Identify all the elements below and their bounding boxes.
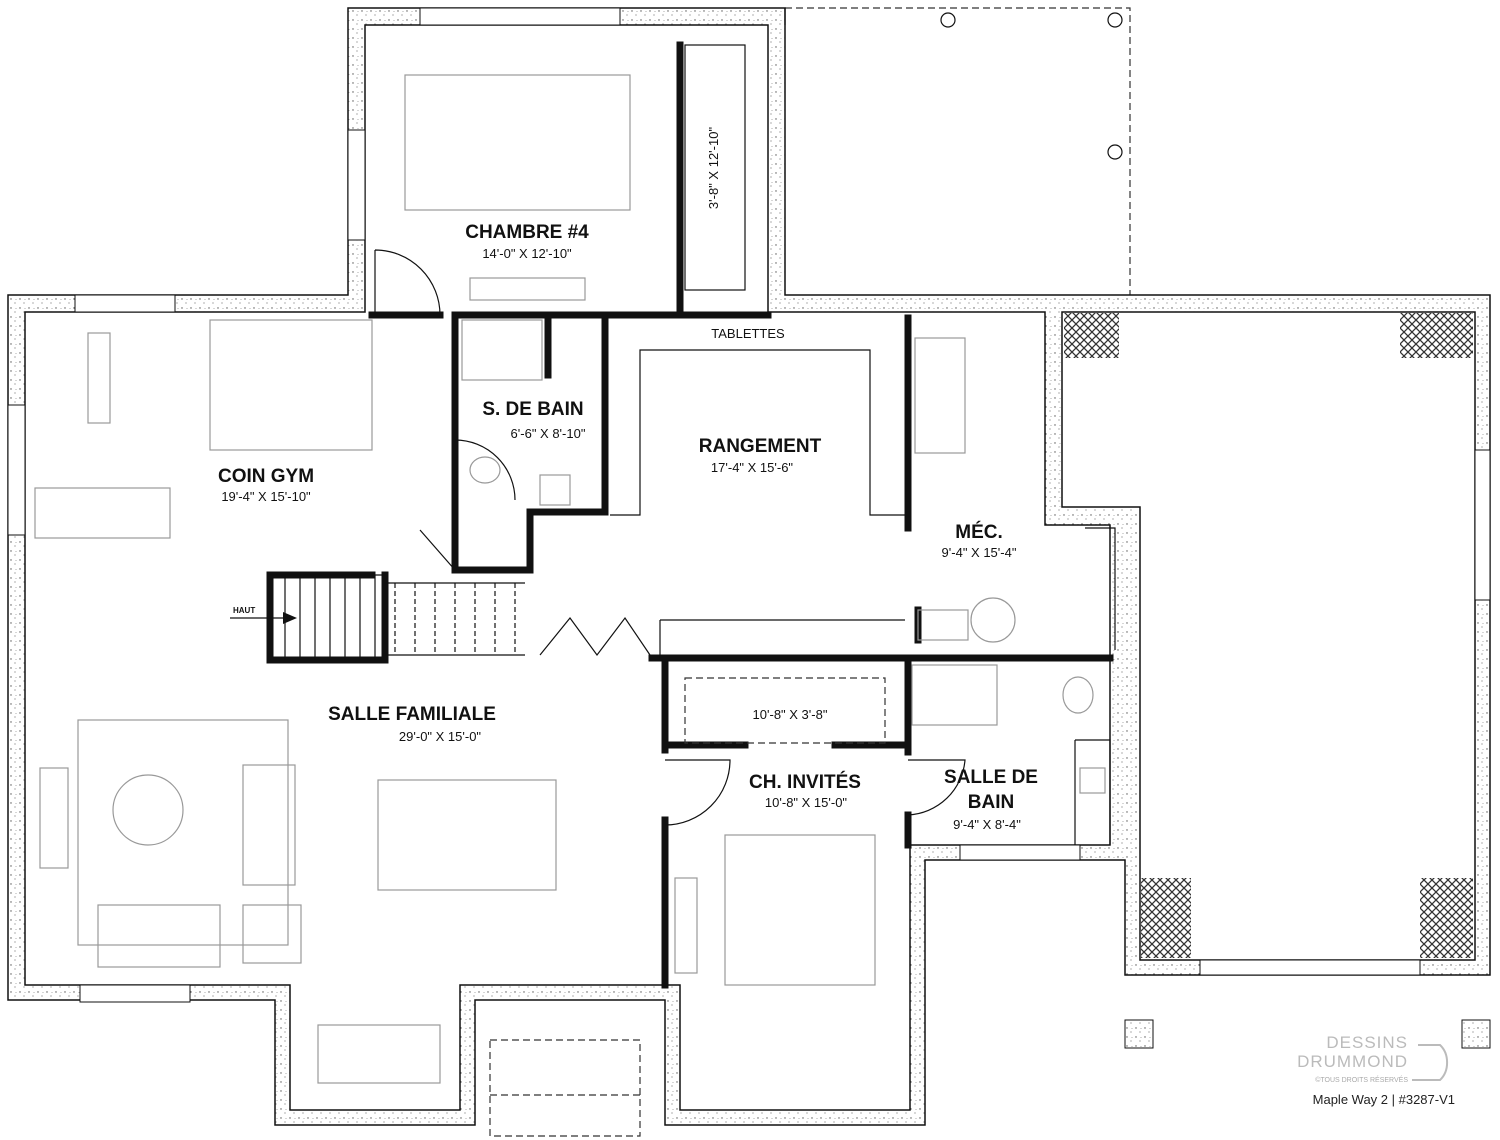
svg-text:©TOUS DROITS RÉSERVÉS: ©TOUS DROITS RÉSERVÉS (1315, 1075, 1408, 1084)
closet-chambre4 (684, 44, 746, 291)
room-name: MÉC. (955, 521, 1003, 543)
staircase[interactable]: HAUT (230, 574, 525, 660)
closet-chambre4-dims: 3'-8" X 12'-10" (706, 127, 721, 210)
room-dims: 29'-0" X 15'-0" (399, 729, 482, 744)
room-dims: 19'-4" X 15'-10" (221, 489, 311, 504)
covered-porch (785, 7, 1131, 295)
room-chambre4: CHAMBRE #4 14'-0" X 12'-10" (465, 222, 589, 261)
water-heater (970, 597, 1016, 643)
logo-mark-icon (1412, 1044, 1449, 1081)
closet-invites (684, 677, 886, 744)
side-table (242, 904, 302, 964)
room-coin-gym: COIN GYM 19'-4" X 15'-10" (218, 466, 314, 504)
room-name: COIN GYM (218, 466, 314, 487)
exterior-steps (489, 1039, 641, 1137)
dresser (674, 877, 698, 974)
toilet (1062, 676, 1094, 714)
loveseat (242, 764, 296, 886)
garage-interior (1061, 311, 1476, 961)
svg-text:DESSINS: DESSINS (1326, 1033, 1408, 1052)
plan-caption: Maple Way 2 | #3287-V1 (1313, 1092, 1455, 1107)
room-name: CHAMBRE #4 (465, 222, 589, 243)
room-dims: 14'-0" X 12'-10" (482, 246, 572, 261)
weight-bench (87, 332, 111, 424)
toilet-sdb (469, 456, 501, 484)
garage-column-pads (1064, 313, 1491, 1049)
room-name: CH. INVITÉS (749, 771, 861, 793)
room-name-line2: BAIN (968, 792, 1014, 813)
treadmill (34, 487, 171, 539)
room-sdb: S. DE BAIN 6'-6" X 8'-10" (482, 399, 586, 441)
shelves-label: TABLETTES (711, 326, 785, 341)
room-dims: 6'-6" X 8'-10" (511, 426, 586, 441)
sink (1079, 767, 1106, 794)
furniture (34, 74, 1106, 1084)
room-name: SALLE FAMILIALE (328, 704, 496, 725)
coffee-table (112, 774, 184, 846)
sink-sdb (539, 474, 571, 506)
thin-partitions (610, 8, 1116, 845)
sofa (97, 904, 221, 968)
house-interior (24, 24, 1111, 1111)
room-dims: 17'-4" X 15'-6" (711, 460, 794, 475)
gym-mat (209, 319, 373, 451)
interior-walls (266, 41, 1114, 989)
room-ch-invites: CH. INVITÉS 10'-8" X 15'-0" (749, 771, 861, 810)
room-rangement: TABLETTES RANGEMENT 17'-4" X 15'-6" (699, 326, 822, 475)
room-dims: 9'-4" X 15'-4" (942, 545, 1017, 560)
doors[interactable] (374, 249, 966, 826)
bed-chambre4 (404, 74, 631, 211)
brand-logo: DESSINS DRUMMOND ©TOUS DROITS RÉSERVÉS (1297, 1033, 1449, 1084)
shower (911, 664, 998, 726)
svg-text:DRUMMOND: DRUMMOND (1297, 1052, 1408, 1071)
windows (7, 7, 1491, 1003)
stairs-up-label: HAUT (233, 606, 255, 615)
area-rug (77, 719, 289, 946)
room-name: RANGEMENT (699, 436, 822, 457)
tv-console (39, 767, 69, 869)
pool-table (377, 779, 557, 891)
room-dims: 9'-4" X 8'-4" (953, 817, 1021, 832)
bed-invites (724, 834, 876, 986)
room-name: S. DE BAIN (482, 399, 583, 420)
shower-sdb (461, 319, 543, 381)
room-mec: MÉC. 9'-4" X 15'-4" (942, 521, 1017, 560)
room-dims: 10'-8" X 15'-0" (765, 795, 848, 810)
mechanical-unit (914, 337, 966, 454)
room-salle-familiale: SALLE FAMILIALE 29'-0" X 15'-0" (328, 704, 496, 744)
desk (317, 1024, 441, 1084)
up-arrow-icon (283, 612, 297, 624)
room-name-line1: SALLE DE (944, 767, 1038, 788)
closet-invites-dims: 10'-8" X 3'-8" (753, 707, 828, 722)
room-salle-de-bain: SALLE DE BAIN 9'-4" X 8'-4" (944, 767, 1038, 832)
